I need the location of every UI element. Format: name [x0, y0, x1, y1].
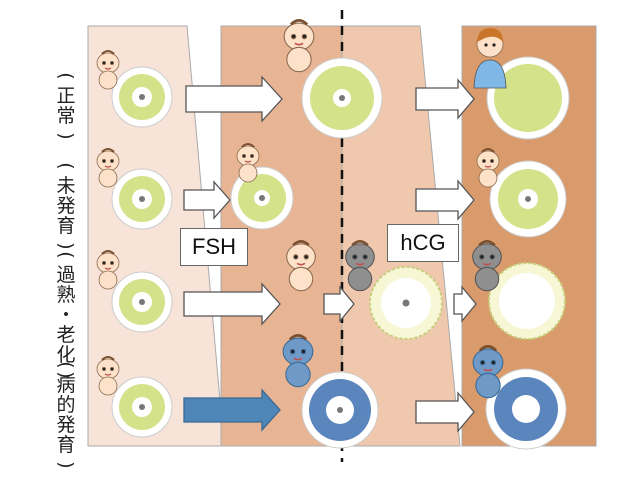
- egg-cell-icon: [111, 376, 173, 438]
- child-icon: [473, 28, 507, 89]
- baby-icon: [344, 240, 376, 293]
- arrow-icon: [323, 285, 355, 323]
- baby-icon: [96, 50, 120, 90]
- arrow-icon: [415, 78, 475, 120]
- arrow-icon: [415, 391, 475, 433]
- egg-cell-icon: [486, 56, 570, 140]
- egg-cell-icon: [230, 166, 294, 230]
- baby-icon: [285, 240, 317, 293]
- baby-icon: [471, 240, 503, 293]
- egg-cell-icon: [111, 168, 173, 230]
- baby-icon: [96, 356, 120, 396]
- hcg-label: hCG: [387, 224, 459, 262]
- arrow-icon: [183, 282, 281, 326]
- arrow-icon: [183, 180, 231, 220]
- egg-cell-icon: [301, 57, 383, 139]
- baby-icon: [236, 143, 260, 183]
- row-label-normal: ( 正 常 ): [55, 72, 77, 140]
- arrow-icon: [415, 179, 475, 221]
- baby-icon: [282, 19, 316, 74]
- arrow-icon: [453, 285, 477, 323]
- egg-cell-icon: [485, 368, 567, 450]
- arrow-icon: [183, 388, 281, 432]
- arrow-icon: [185, 75, 283, 123]
- row-label-undeveloped: ( 未 発 育 ): [55, 162, 77, 250]
- baby-icon: [281, 334, 315, 388]
- baby-icon: [476, 148, 500, 188]
- egg-cell-icon: [369, 266, 443, 340]
- baby-icon: [96, 250, 120, 290]
- baby-icon: [471, 345, 505, 399]
- egg-cell-icon: [301, 371, 379, 449]
- egg-cell-icon: [488, 262, 566, 340]
- egg-cell-icon: [489, 160, 567, 238]
- row-label-pathological: ( 病 的 発 育 ): [55, 361, 77, 469]
- baby-icon: [96, 148, 120, 188]
- egg-cell-icon: [111, 271, 173, 333]
- row-label-overmature-aging: ( 過 熟 ・ 老 化 ): [55, 251, 77, 379]
- fsh-label: FSH: [180, 228, 248, 266]
- egg-cell-icon: [111, 66, 173, 128]
